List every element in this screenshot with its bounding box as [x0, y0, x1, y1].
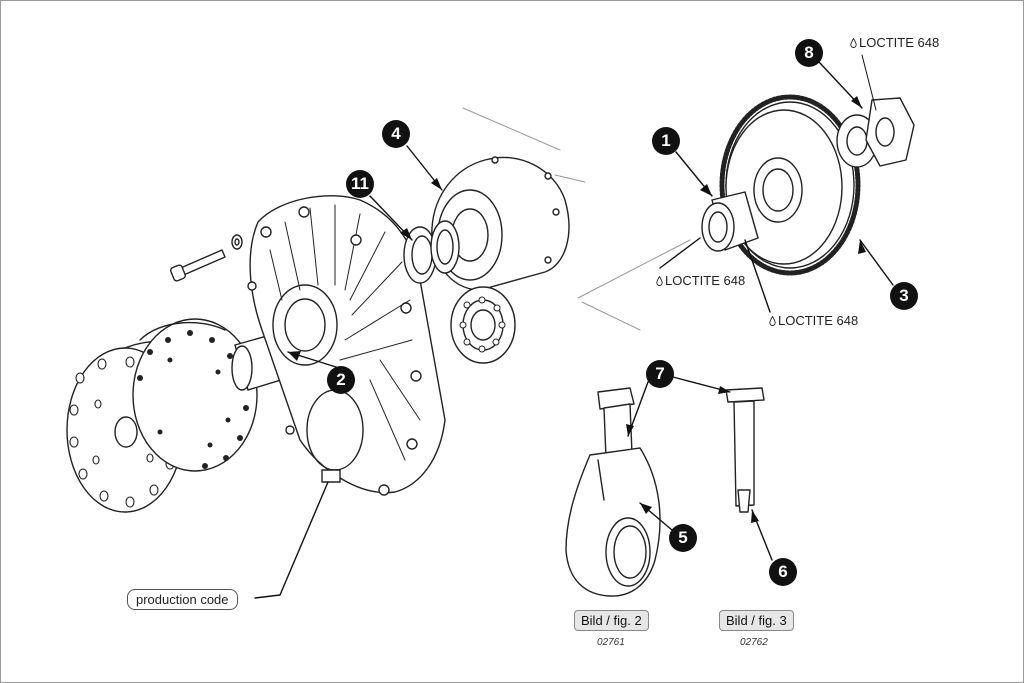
pin-tool — [725, 387, 765, 513]
figure-caption-2: Bild / fig. 2 — [574, 610, 649, 631]
callout-8: 8 — [795, 39, 823, 67]
production-code-label: production code — [127, 589, 238, 610]
loctite-text: LOCTITE 648 — [665, 273, 746, 288]
perforated-disc — [132, 318, 258, 472]
arrowheads — [288, 96, 866, 523]
loctite-label-bushing: LOCTITE 648 — [656, 273, 745, 288]
callout-11: 11 — [346, 170, 374, 198]
figure-code-2: 02761 — [597, 637, 625, 648]
callout-7: 7 — [646, 360, 674, 388]
droplet-icon — [769, 315, 776, 326]
loctite-text: LOCTITE 648 — [859, 35, 940, 50]
loctite-text: LOCTITE 648 — [778, 313, 859, 328]
figure-code-3: 02762 — [740, 637, 768, 648]
gear — [719, 94, 861, 276]
droplet-icon — [850, 37, 857, 48]
bolt — [170, 234, 243, 282]
callout-4: 4 — [382, 120, 410, 148]
bearing-housing — [430, 156, 570, 291]
droplet-icon — [656, 275, 663, 286]
callout-5: 5 — [669, 524, 697, 552]
callout-3: 3 — [890, 282, 918, 310]
figure-caption-3: Bild / fig. 3 — [719, 610, 794, 631]
guide-lines — [462, 107, 691, 331]
loctite-label-nut: LOCTITE 648 — [850, 35, 939, 50]
lever-tool — [565, 387, 661, 597]
ball-bearing — [450, 286, 516, 364]
callout-1: 1 — [652, 127, 680, 155]
loctite-label-gear: LOCTITE 648 — [769, 313, 858, 328]
bushing — [701, 191, 759, 252]
callout-2: 2 — [327, 366, 355, 394]
washer-nut — [836, 97, 915, 168]
callout-6: 6 — [769, 558, 797, 586]
